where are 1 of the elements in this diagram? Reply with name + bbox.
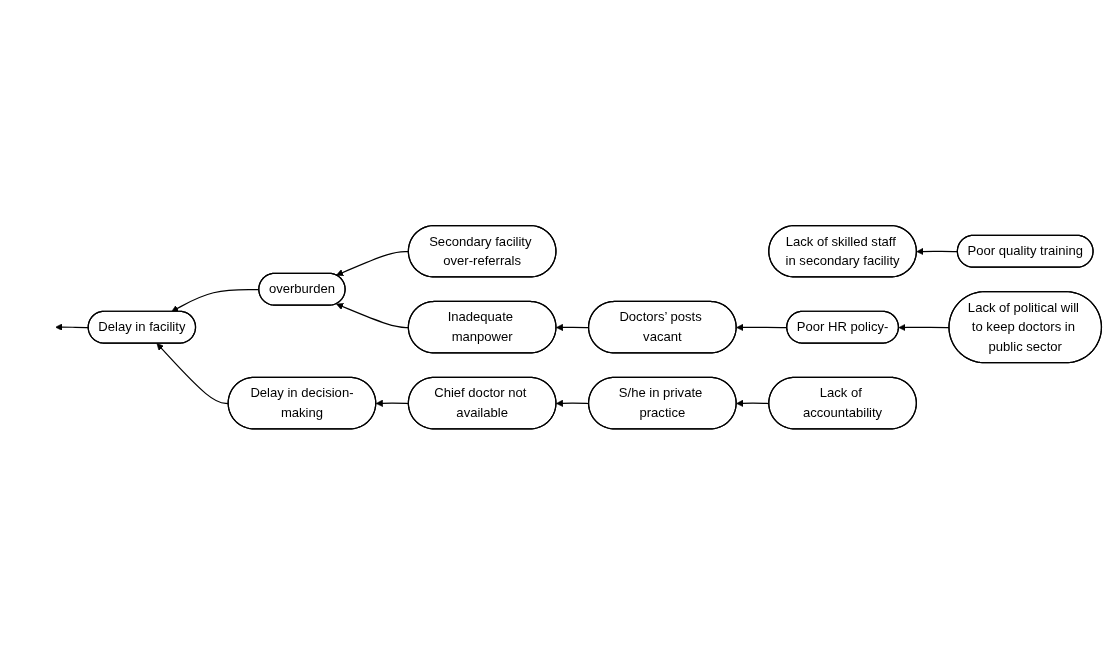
arrow xyxy=(898,324,950,332)
